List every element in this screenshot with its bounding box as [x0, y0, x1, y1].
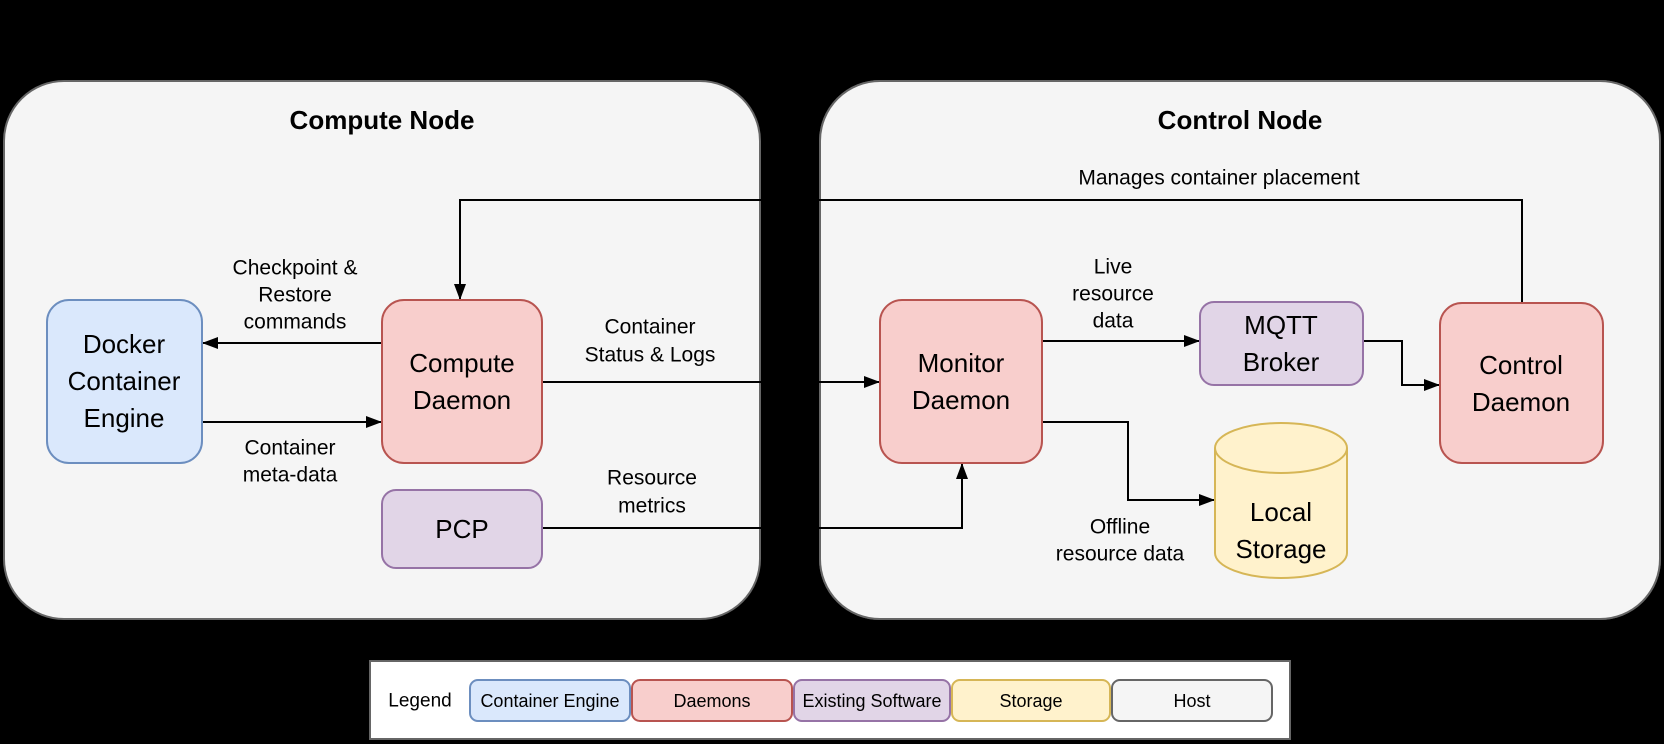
edge-offline-resource-data	[1042, 421, 1215, 506]
edge-resource-metrics	[542, 463, 968, 529]
monitor-daemon-label-line1: Monitor	[918, 348, 1005, 378]
metadata-label-line1: Container	[244, 437, 335, 460]
local-storage-label-line1: Local	[1250, 497, 1312, 527]
mqtt-broker-label-line2: Broker	[1243, 347, 1320, 377]
offline-data-label-line1: Offline	[1090, 516, 1150, 539]
pcp-box	[381, 489, 543, 569]
legend-chip-existing-software	[793, 679, 951, 722]
live-data-label-line1: Live	[1094, 256, 1133, 279]
control-daemon-box	[1439, 302, 1604, 464]
legend-chip-daemons	[631, 679, 793, 722]
legend-chip-host	[1111, 679, 1273, 722]
compute-node-title: Compute Node	[290, 105, 475, 135]
legend-label-container-engine: Container Engine	[480, 691, 619, 711]
legend-chip-storage	[951, 679, 1111, 722]
control-daemon-label-line2: Daemon	[1472, 387, 1570, 417]
legend-label-existing-software: Existing Software	[802, 691, 941, 711]
local-storage-cylinder-lid	[1214, 447, 1348, 474]
compute-daemon-label-line2: Daemon	[413, 385, 511, 415]
docker-engine-label-line2: Container	[68, 366, 181, 396]
checkpoint-label-line1: Checkpoint &	[233, 257, 358, 280]
resource-metrics-label-line2: metrics	[618, 495, 686, 518]
resource-metrics-label-line1: Resource	[607, 467, 697, 490]
legend-label-host: Host	[1173, 691, 1210, 711]
docker-engine-label-line1: Docker	[83, 329, 166, 359]
monitor-daemon-box	[879, 299, 1043, 464]
edge-manages-placement	[454, 199, 1523, 303]
status-logs-label-line2: Status & Logs	[585, 344, 716, 367]
compute-daemon-label-line1: Compute	[409, 348, 515, 378]
live-data-label-line2: resource	[1072, 283, 1154, 306]
checkpoint-label-line3: commands	[244, 311, 347, 334]
local-storage-cylinder	[1214, 422, 1348, 579]
local-storage-label-line2: Storage	[1235, 534, 1326, 564]
status-logs-label-line1: Container	[604, 316, 695, 339]
docker-engine-label-line3: Engine	[84, 403, 165, 433]
checkpoint-label-line2: Restore	[258, 284, 332, 307]
mqtt-broker-label-line1: MQTT	[1244, 310, 1318, 340]
edge-mqtt-to-control	[1363, 340, 1440, 391]
legend-label-daemons: Daemons	[673, 691, 750, 711]
docker-container-engine-box	[46, 299, 203, 464]
compute-daemon-box	[381, 299, 543, 464]
legend-label-storage: Storage	[999, 691, 1062, 711]
monitor-daemon-label-line2: Daemon	[912, 385, 1010, 415]
legend-chip-container-engine	[469, 679, 631, 722]
control-daemon-label-line1: Control	[1479, 350, 1563, 380]
control-node-title: Control Node	[1158, 105, 1323, 135]
legend-title: Legend	[388, 691, 451, 712]
metadata-label-line2: meta-data	[243, 464, 338, 487]
manages-placement-label: Manages container placement	[1078, 167, 1360, 190]
offline-data-label-line2: resource data	[1056, 543, 1185, 566]
mqtt-broker-box	[1199, 301, 1364, 386]
pcp-label: PCP	[435, 514, 488, 544]
live-data-label-line3: data	[1093, 310, 1134, 333]
